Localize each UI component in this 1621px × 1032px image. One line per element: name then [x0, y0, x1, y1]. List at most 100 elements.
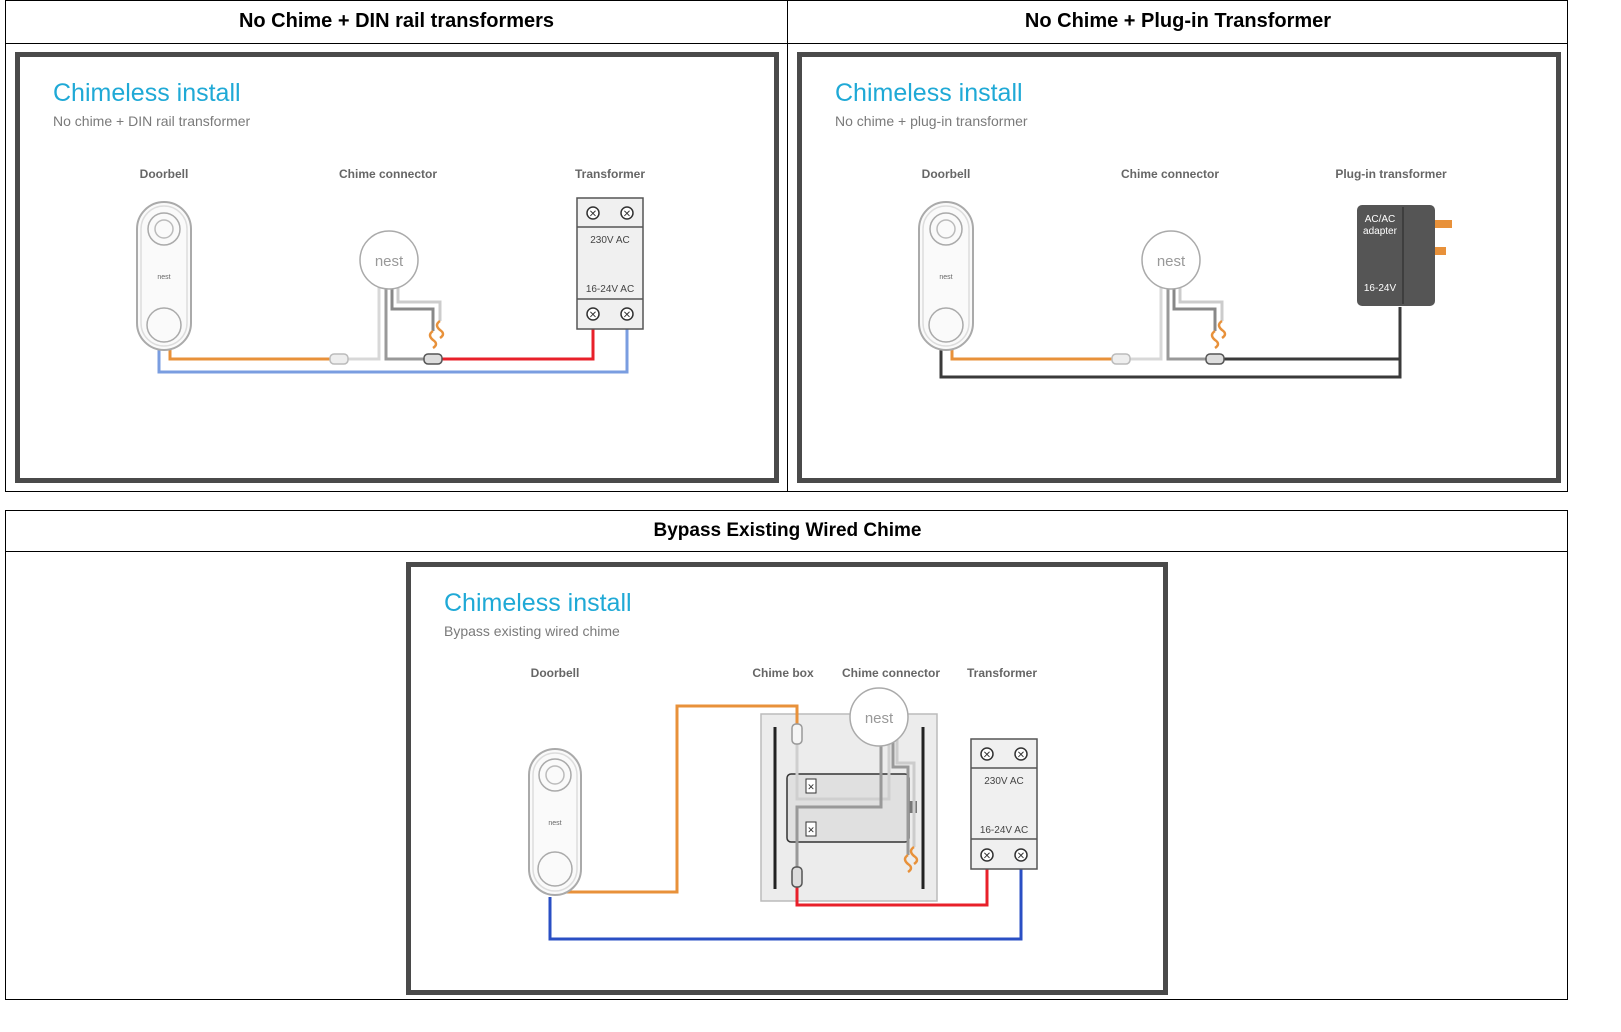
- svg-text:✕: ✕: [589, 310, 597, 321]
- red-wire: [440, 317, 595, 361]
- plug-in-transformer-label: Plug-in transformer: [1335, 167, 1447, 181]
- orange-wire: [561, 704, 799, 894]
- din-rail-transformer: [576, 197, 644, 330]
- adapter-voltage: 16-24V: [1364, 283, 1397, 294]
- doorbell-brand: nest: [157, 274, 170, 281]
- grey-connector-wire: [1166, 287, 1206, 361]
- chime-connector: [359, 230, 419, 290]
- bypass-wiring-diagram: Chimeless install Bypass existing wired …: [444, 589, 1038, 941]
- grey-bypass-wire: [795, 735, 883, 867]
- bottom-table: Bypass Existing Wired Chime Chimeless in…: [5, 510, 1568, 1000]
- transformer-label: Transformer: [967, 666, 1037, 680]
- svg-text:✕: ✕: [807, 782, 815, 792]
- din-rail-wiring-diagram: Chimeless install No chime + DIN rail tr…: [53, 79, 645, 374]
- top-table-column-divider: [787, 1, 788, 491]
- chime-terminal-screw-icon: [805, 778, 817, 794]
- screw-terminal-icon: [620, 307, 634, 321]
- screw-terminal-icon: [620, 206, 634, 220]
- svg-text:✕: ✕: [807, 825, 815, 835]
- orange-wire: [168, 347, 330, 361]
- doorbell-label: Doorbell: [531, 666, 580, 680]
- orange-wire: [950, 347, 1112, 361]
- adapter-label-line1: AC/AC: [1365, 214, 1396, 225]
- doorbell-inner-edge: [140, 205, 188, 347]
- top-table-header-row: [6, 1, 1567, 44]
- wire-nut-white: [791, 723, 803, 745]
- chime-connector-label: Chime connector: [1121, 167, 1219, 181]
- doorbell-inner-edge: [922, 205, 970, 347]
- plug-in-wiring-diagram: Chimeless install No chime + plug-in tra…: [835, 79, 1452, 379]
- doorbell-camera-lens: [154, 219, 174, 239]
- connector-brand: nest: [375, 253, 404, 270]
- cell-title-plug-in: No Chime + Plug-in Transformer: [1024, 10, 1332, 32]
- slide-subtitle: Bypass existing wired chime: [444, 623, 620, 639]
- orange-coil-2: [435, 319, 445, 340]
- doorbell-label: Doorbell: [922, 167, 971, 181]
- connector-brand: nest: [1157, 253, 1186, 270]
- svg-text:✕: ✕: [623, 209, 631, 220]
- slide-subtitle: No chime + DIN rail transformer: [53, 113, 251, 129]
- orange-coil: [428, 329, 438, 350]
- slide-title: Chimeless install: [53, 79, 241, 107]
- screw-terminal-icon: [980, 848, 994, 862]
- chime-connector-label: Chime connector: [339, 167, 437, 181]
- screw-terminal-icon: [586, 307, 600, 321]
- wire-nut-dark: [791, 866, 803, 888]
- slide-title: Chimeless install: [835, 79, 1023, 107]
- grey-connector-wire: [384, 287, 424, 361]
- doorbell-device: [136, 201, 192, 351]
- doorbell-label: Doorbell: [140, 167, 189, 181]
- blue-wire: [157, 317, 629, 374]
- plug-in-adapter: [1357, 205, 1435, 306]
- top-table: No Chime + DIN rail transformers No Chim…: [5, 0, 1568, 492]
- chime-connector: [1141, 230, 1201, 290]
- slide-plug-in-diagram: Chimeless install No chime + plug-in tra…: [797, 52, 1561, 483]
- din-rail-transformer: [970, 738, 1038, 870]
- doorbell-camera: [929, 212, 963, 246]
- doorbell-camera-lens: [545, 765, 565, 785]
- orange-coil-2: [909, 845, 919, 866]
- chime-connector: [849, 687, 909, 747]
- transformer-output-voltage: 16-24V AC: [980, 825, 1028, 836]
- screw-terminal-icon: [1014, 848, 1028, 862]
- doorbell-brand: nest: [939, 274, 952, 281]
- connector-brand: nest: [865, 710, 894, 727]
- doorbell-camera: [538, 758, 572, 792]
- blue-wire: [548, 865, 1023, 941]
- doorbell-button: [928, 307, 964, 343]
- screw-terminal-icon: [586, 206, 600, 220]
- svg-text:✕: ✕: [589, 209, 597, 220]
- wire-nut-white: [1111, 353, 1131, 365]
- slide-din-rail-diagram: Chimeless install No chime + DIN rail tr…: [15, 52, 779, 483]
- svg-text:✕: ✕: [1017, 750, 1025, 761]
- white-connector-wire: [1130, 287, 1163, 361]
- wire-nut-dark: [423, 353, 443, 365]
- white-bypass-wire: [795, 735, 891, 801]
- transformer-label: Transformer: [575, 167, 645, 181]
- black-wire: [939, 307, 1402, 379]
- white-connector-wire-2: [1178, 287, 1224, 321]
- orange-coil: [1210, 329, 1220, 350]
- doorbell-camera-lens: [936, 219, 956, 239]
- doorbell-brand: nest: [548, 820, 561, 827]
- grey-connector-wire: [891, 735, 910, 855]
- white-connector-wire: [348, 287, 381, 361]
- doorbell-camera: [147, 212, 181, 246]
- doorbell-button: [146, 307, 182, 343]
- screw-terminal-icon: [1014, 747, 1028, 761]
- chime-connector-label: Chime connector: [842, 666, 940, 680]
- grey-connector-wire-2: [1172, 287, 1217, 331]
- adapter-prong-top: [1432, 220, 1452, 228]
- adapter-label-line2: adapter: [1363, 226, 1398, 237]
- chime-terminal-screw-icon: [805, 821, 817, 837]
- doorbell-inner-edge: [532, 752, 578, 892]
- svg-text:✕: ✕: [983, 851, 991, 862]
- transformer-input-voltage: 230V AC: [984, 776, 1023, 787]
- wire-nut-dark: [1205, 353, 1225, 365]
- doorbell-button: [537, 851, 573, 887]
- cell-title-bypass: Bypass Existing Wired Chime: [653, 520, 922, 541]
- bottom-table-header-row: [6, 511, 1567, 552]
- slide-title: Chimeless install: [444, 589, 632, 617]
- screw-terminal-icon: [980, 747, 994, 761]
- svg-text:✕: ✕: [983, 750, 991, 761]
